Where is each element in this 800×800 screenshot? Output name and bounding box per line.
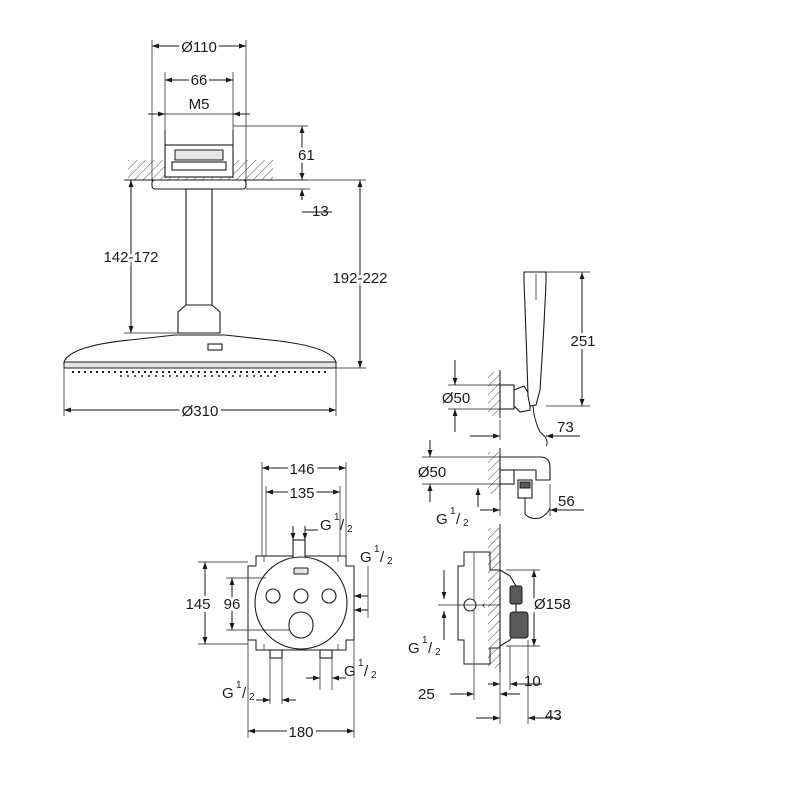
- dim-d310: Ø310: [182, 403, 219, 420]
- frac-num-br: 1: [358, 658, 364, 669]
- svg-text:/: /: [380, 549, 385, 566]
- dim-d73: 73: [557, 419, 574, 436]
- svg-text:‹: ‹: [482, 600, 485, 611]
- head-shower-view: Ø110 66 M5 61 13 142-172 192-222: [63, 37, 391, 423]
- frac-num-bl: 1: [236, 680, 242, 691]
- dim-d180: 180: [288, 724, 313, 741]
- frac-den-hose: 2: [463, 518, 469, 529]
- dim-m5: M5: [189, 96, 210, 113]
- dim-d96: 96: [224, 596, 241, 613]
- frac-num-side: 1: [422, 635, 428, 646]
- frac-den-bl: 2: [249, 692, 255, 703]
- dim-d13: 13: [312, 203, 329, 220]
- svg-text:/: /: [242, 685, 247, 702]
- dim-d43: 43: [545, 707, 562, 724]
- dim-d10: 10: [524, 673, 541, 690]
- svg-text:/: /: [456, 511, 461, 528]
- dim-d158: Ø158: [534, 596, 571, 613]
- thermostat-side-view: ‹ Ø158 G 1 / 2 25 10 43: [408, 524, 574, 724]
- frac-den-top: 2: [347, 524, 353, 535]
- dim-d146: 146: [289, 461, 314, 478]
- dim-d110: Ø110: [181, 39, 217, 56]
- dim-d145: 145: [185, 596, 210, 613]
- dim-g-half-right: G: [360, 549, 372, 566]
- dim-d50-top: Ø50: [442, 390, 470, 407]
- frac-num-top: 1: [334, 512, 340, 523]
- svg-text:/: /: [364, 663, 369, 680]
- thermostat-front-view: 146 135 G 1 / 2 G 1 / 2 145 96: [182, 458, 393, 744]
- dim-d56: 56: [558, 493, 575, 510]
- dim-d192-222: 192-222: [332, 270, 387, 287]
- hand-shower-view: 251 Ø50 73 Ø50 56 G 1: [415, 271, 599, 529]
- dim-g-half-hose: G: [436, 511, 448, 528]
- frac-num-right: 1: [374, 544, 380, 555]
- dim-d135: 135: [289, 485, 314, 502]
- dim-g-half-bottom-right: G: [344, 663, 356, 680]
- frac-num-hose: 1: [450, 506, 456, 517]
- svg-text:/: /: [428, 640, 433, 657]
- dim-d25: 25: [418, 686, 435, 703]
- dim-d251: 251: [570, 333, 595, 350]
- dim-d50-bottom: Ø50: [418, 464, 446, 481]
- frac-den-br: 2: [371, 670, 377, 681]
- frac-den-side: 2: [435, 647, 441, 658]
- svg-text:/: /: [340, 517, 345, 534]
- dim-d61: 61: [298, 147, 315, 164]
- dim-d66: 66: [191, 72, 208, 89]
- dim-d142-172: 142-172: [103, 249, 158, 266]
- nozzle-row: [72, 371, 328, 377]
- dim-g-half-bottom-left: G: [222, 685, 234, 702]
- dim-g-half-top: G: [320, 517, 332, 534]
- dim-g-half-side: G: [408, 640, 420, 657]
- frac-den-right: 2: [387, 556, 393, 567]
